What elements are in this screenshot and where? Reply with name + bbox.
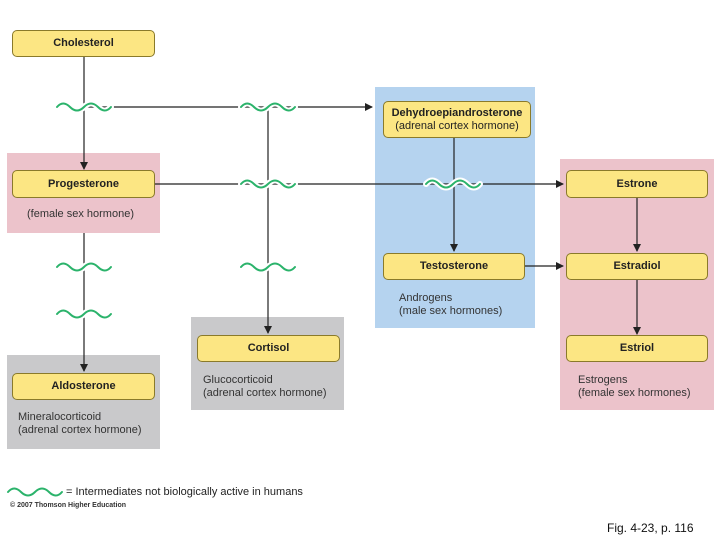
intermediate-wave-icon [56,262,112,272]
node-label: Aldosterone [51,380,116,392]
node-estradiol: Estradiol [566,253,708,280]
node-label: Estradiol [613,260,661,272]
node-label: Estrone [616,177,658,190]
node-testosterone: Testosterone [383,253,525,280]
intermediate-wave-icon [56,102,112,112]
node-label: Cortisol [247,342,290,354]
node-label: Progesterone [48,177,119,190]
caption-line: (adrenal cortex hormone) [203,387,327,399]
intermediate-wave-icon [56,309,112,319]
intermediate-wave-icon [240,179,296,189]
caption-line: (female sex hormones) [578,387,691,399]
node-cholesterol: Cholesterol [12,30,155,57]
node-sublabel: (adrenal cortex hormone) [395,119,519,132]
intermediate-wave-icon [425,179,481,189]
caption-line: (adrenal cortex hormone) [18,424,142,436]
intermediate-wave-icon [240,102,296,112]
caption-progesterone: (female sex hormone) [27,208,134,221]
legend-wave-icon [7,487,63,497]
caption-line: Androgens [399,292,453,304]
caption-line: Estrogens [578,374,628,386]
caption-estrogens: Estrogens (female sex hormones) [578,374,691,400]
caption-mineralocorticoid: Mineralocorticoid (adrenal cortex hormon… [18,411,142,437]
node-progesterone: Progesterone [12,170,155,198]
copyright: © 2007 Thomson Higher Education [10,502,127,509]
node-dhea: Dehydroepiandrosterone (adrenal cortex h… [383,101,531,138]
caption-glucocorticoid: Glucocorticoid (adrenal cortex hormone) [203,374,327,400]
legend-text: = Intermediates not biologically active … [66,486,303,498]
node-label: Dehydroepiandrosterone [391,106,523,119]
figure-reference: Fig. 4-23, p. 116 [607,521,694,535]
node-aldosterone: Aldosterone [12,373,155,400]
node-label: Cholesterol [53,37,114,49]
intermediate-wave-icon [240,262,296,272]
node-estriol: Estriol [566,335,708,362]
node-label: Testosterone [419,260,489,272]
caption-line: (male sex hormones) [399,305,503,317]
caption-line: Mineralocorticoid [18,411,102,423]
caption-line: (female sex hormone) [27,208,134,220]
node-estrone: Estrone [566,170,708,198]
node-cortisol: Cortisol [197,335,340,362]
caption-line: Glucocorticoid [203,374,273,386]
caption-androgens: Androgens (male sex hormones) [399,292,502,318]
node-label: Estriol [619,342,655,354]
